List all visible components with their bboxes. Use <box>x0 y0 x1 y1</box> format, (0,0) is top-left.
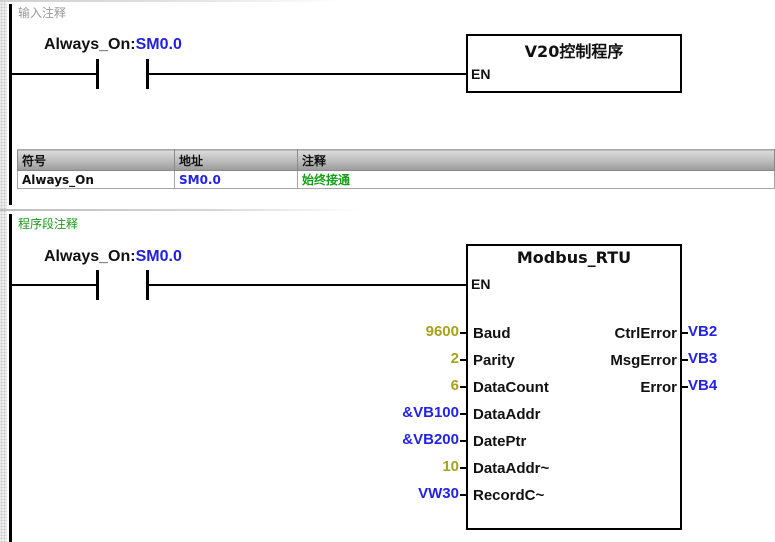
output-pin-connector <box>682 332 688 334</box>
output-operand[interactable]: VB2 <box>688 323 718 340</box>
output-pin-msgerror: MsgError <box>610 352 677 369</box>
contact-no-left[interactable] <box>96 270 99 300</box>
output-pin-ctrlerror: CtrlError <box>614 325 677 342</box>
input-operand[interactable]: &VB200 <box>402 431 459 448</box>
input-operand[interactable]: 2 <box>450 350 459 367</box>
network-comment[interactable]: 输入注释 <box>18 6 67 20</box>
cell-symbol: Always_On <box>17 170 175 189</box>
output-pin-connector <box>682 359 688 361</box>
column-header-comment[interactable]: 注释 <box>297 149 775 171</box>
wire-to-box <box>147 73 467 75</box>
contact-label: Always_On:SM0.0 <box>44 248 182 265</box>
pin-en: EN <box>471 66 491 82</box>
power-rail <box>9 214 12 542</box>
output-operand[interactable]: VB3 <box>688 350 718 367</box>
input-pin-dataaddr: DataAddr~ <box>473 460 550 477</box>
input-operand[interactable]: 10 <box>442 458 459 475</box>
network-1[interactable]: 输入注释 Always_On:SM0.0 V20控制程序 EN 符号 地址 注释… <box>0 0 775 205</box>
network-2[interactable]: 程序段注释 Always_On:SM0.0 Modbus_RTU EN Baud… <box>0 210 775 542</box>
contact-address: SM0.0 <box>135 36 182 53</box>
wire-left <box>11 73 97 75</box>
input-operand[interactable]: 6 <box>450 377 459 394</box>
output-pin-error: Error <box>640 379 677 396</box>
input-pin-baud: Baud <box>473 325 511 342</box>
power-rail <box>9 4 12 205</box>
box-title: Modbus_RTU <box>516 248 632 267</box>
input-pin-connector <box>460 494 466 496</box>
cell-address: SM0.0 <box>174 170 298 189</box>
output-operand[interactable]: VB4 <box>688 377 718 394</box>
pin-en: EN <box>471 276 491 292</box>
output-pin-connector <box>682 386 688 388</box>
input-pin-datacount: DataCount <box>473 379 549 396</box>
input-pin-dateptr: DatePtr <box>473 433 527 450</box>
wire-left <box>11 284 97 286</box>
contact-no-left[interactable] <box>96 59 99 89</box>
input-pin-connector <box>460 440 466 442</box>
contact-symbol: Always_On <box>44 248 131 265</box>
input-operand[interactable]: 9600 <box>425 323 459 340</box>
cell-comment: 始终接通 <box>297 170 775 189</box>
input-pin-connector <box>460 467 466 469</box>
symbol-table: 符号 地址 注释 Always_On SM0.0 始终接通 <box>17 149 775 189</box>
function-box-v20[interactable]: V20控制程序 EN <box>466 34 682 93</box>
input-operand[interactable]: &VB100 <box>402 404 459 421</box>
input-pin-recordc: RecordC~ <box>473 487 545 504</box>
input-operand[interactable]: VW30 <box>418 485 459 502</box>
input-pin-connector <box>460 359 466 361</box>
wire-to-box <box>147 284 467 286</box>
contact-label: Always_On:SM0.0 <box>44 36 182 53</box>
column-header-address[interactable]: 地址 <box>174 149 298 171</box>
editor-gutter <box>0 0 7 542</box>
input-pin-dataaddr: DataAddr <box>473 406 541 423</box>
contact-address: SM0.0 <box>135 248 182 265</box>
input-pin-connector <box>460 386 466 388</box>
input-pin-connector <box>460 413 466 415</box>
network-separator <box>0 209 360 211</box>
network-comment[interactable]: 程序段注释 <box>18 217 79 231</box>
box-title: V20控制程序 <box>524 42 624 61</box>
column-header-symbol[interactable]: 符号 <box>17 149 175 171</box>
table-row[interactable]: Always_On SM0.0 始终接通 <box>17 170 775 189</box>
input-pin-parity: Parity <box>473 352 515 369</box>
contact-symbol: Always_On <box>44 36 131 53</box>
network-separator <box>0 0 340 2</box>
input-pin-connector <box>460 332 466 334</box>
